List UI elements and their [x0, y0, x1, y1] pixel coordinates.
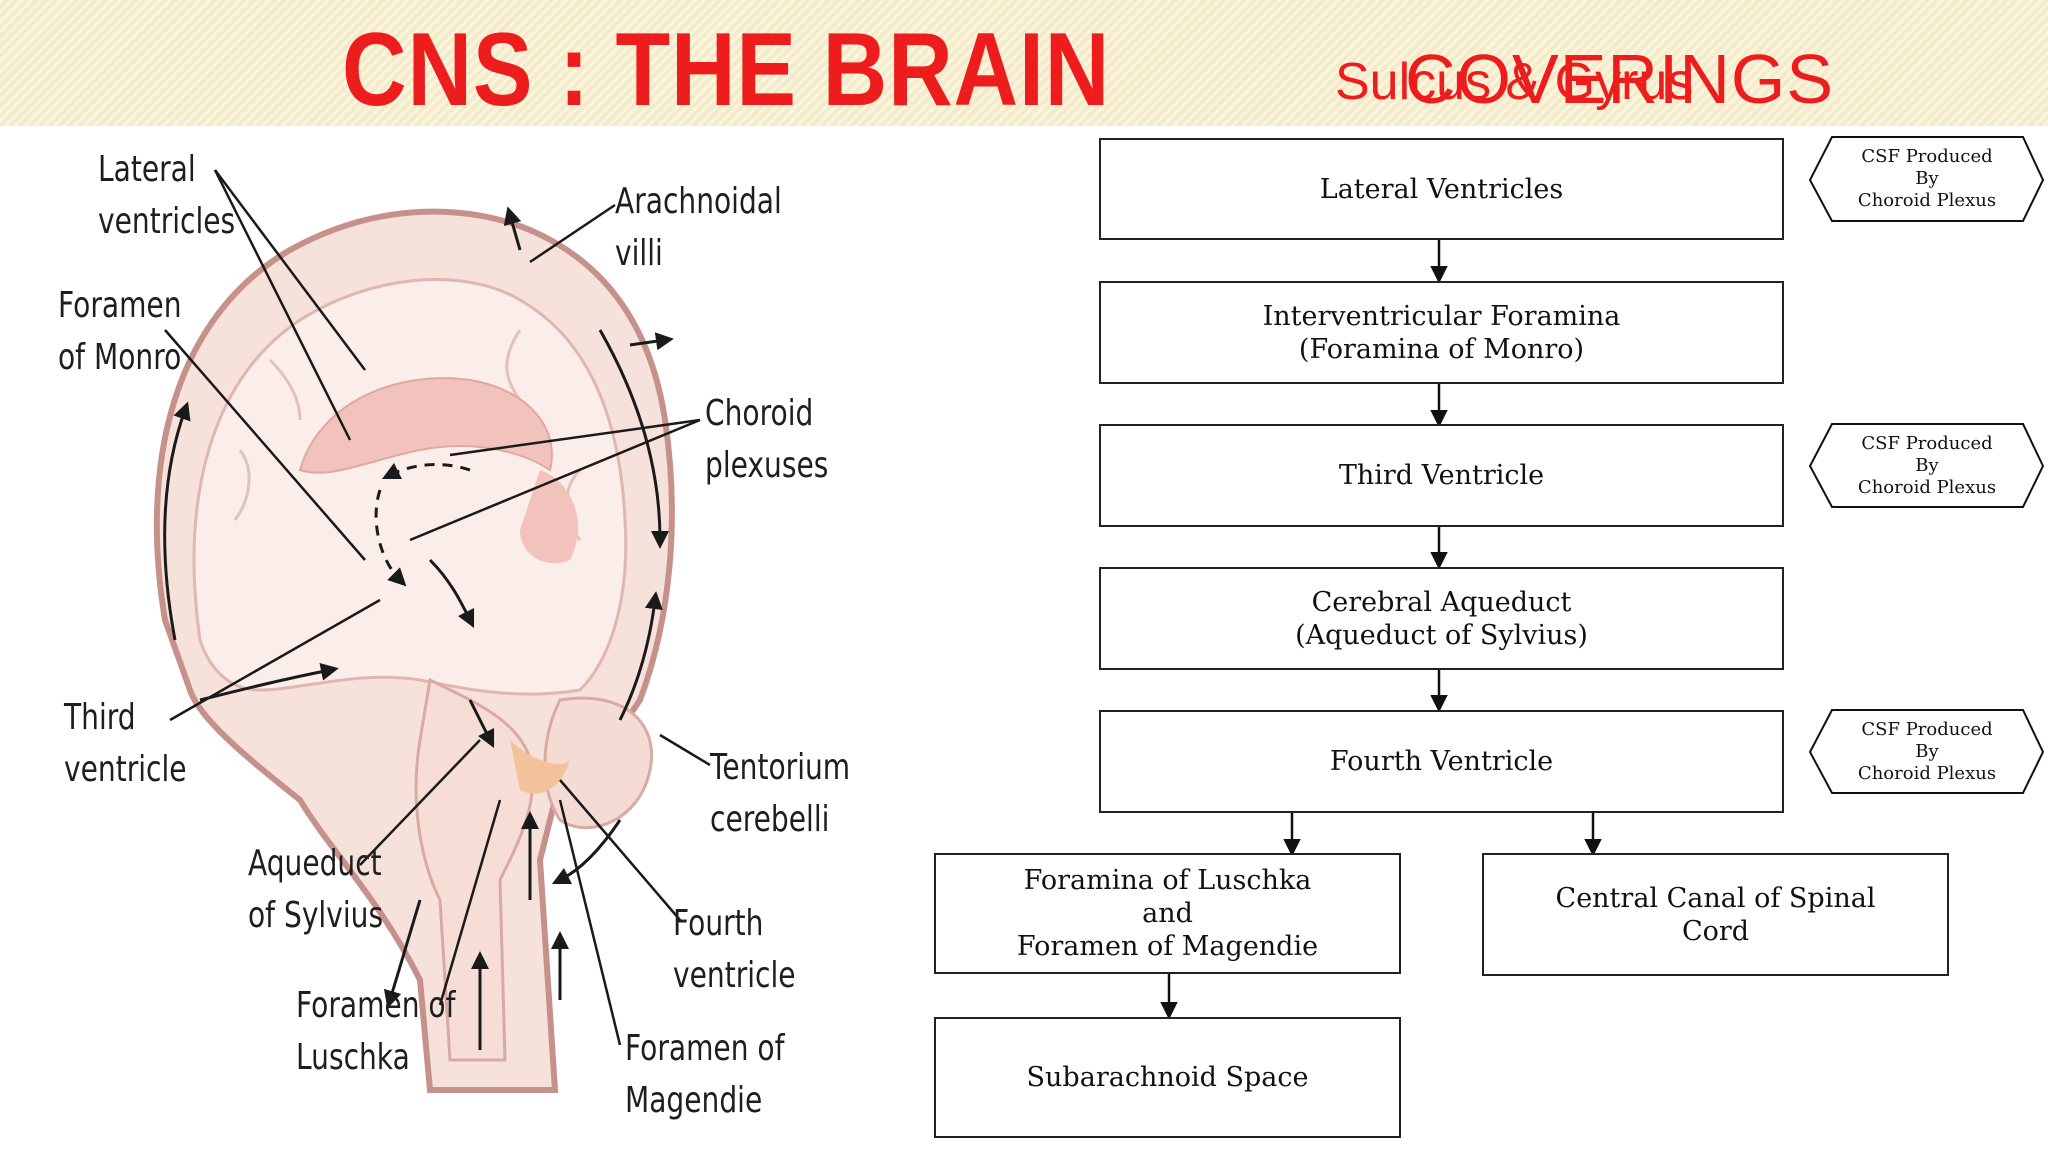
label-fourth-ventricle: Fourth ventricle	[673, 903, 796, 996]
flow-box-central-canal: Central Canal of Spinal Cord	[1482, 853, 1949, 976]
csf-note-third: CSF Produced By Choroid Plexus	[1857, 433, 1997, 498]
label-arachnoidal-villi: Arachnoidal villi	[615, 181, 782, 274]
slide-header	[0, 0, 2048, 126]
label-third-ventricle: Third ventricle	[64, 697, 187, 790]
flow-box-luschka-magendie: Foramina of Luschka and Foramen of Magen…	[934, 853, 1401, 974]
overlapping-subtitle-coverings: COVERINGS	[1405, 40, 1835, 118]
flow-box-subarachnoid-space: Subarachnoid Space	[934, 1017, 1401, 1138]
lateral-ventricle-shape	[298, 377, 553, 474]
label-foramen-of-luschka: Foramen of Luschka	[296, 985, 456, 1078]
flow-box-fourth-ventricle: Fourth Ventricle	[1099, 710, 1784, 813]
flow-box-cerebral-aqueduct: Cerebral Aqueduct (Aqueduct of Sylvius)	[1099, 567, 1784, 670]
label-foramen-of-monro: Foramen of Monro	[58, 285, 182, 378]
flow-box-third-ventricle: Third Ventricle	[1099, 424, 1784, 527]
label-foramen-of-magendie: Foramen of Magendie	[625, 1028, 785, 1121]
csf-note-lateral: CSF Produced By Choroid Plexus	[1857, 146, 1997, 211]
label-lateral-ventricles: Lateral ventricles	[98, 149, 236, 242]
brain-ventricles-illustration	[153, 169, 711, 1093]
flow-box-interventricular-foramina: Interventricular Foramina (Foramina of M…	[1099, 281, 1784, 384]
cerebrum	[192, 278, 628, 696]
csf-note-fourth: CSF Produced By Choroid Plexus	[1857, 719, 1997, 784]
label-aqueduct-of-sylvius: Aqueduct of Sylvius	[248, 843, 384, 936]
label-choroid-plexuses: Choroid plexuses	[705, 393, 829, 486]
slide-title: CNS : THE BRAIN	[342, 12, 1111, 128]
label-tentorium-cerebelli: Tentorium cerebelli	[710, 747, 851, 840]
flow-box-lateral-ventricles: Lateral Ventricles	[1099, 138, 1784, 240]
overlapping-subtitle-sulcus: Sulcus & Gyrus	[1335, 53, 1694, 111]
